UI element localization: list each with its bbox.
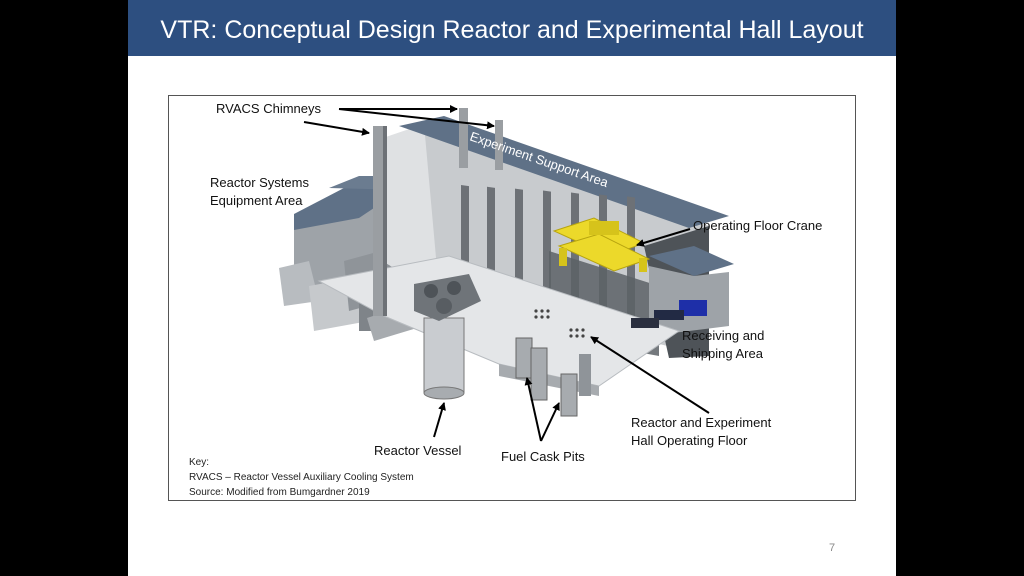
fuel-cask-pits-structure [515, 309, 591, 417]
fuel-cask-pits-label: Fuel Cask Pits [501, 449, 585, 464]
receiving-shipping-label-line1: Receiving and [682, 328, 765, 343]
reactor-vessel-label: Reactor Vessel [374, 443, 462, 458]
reactor-building-illustration: Experiment Support Area [279, 105, 734, 442]
key-source: Source: Modified from Bumgardner 2019 [189, 487, 370, 498]
operating-floor-crane-structure [552, 217, 651, 272]
slide: VTR: Conceptual Design Reactor and Exper… [128, 0, 896, 576]
page-number: 7 [829, 542, 836, 554]
shipping-equipment [631, 300, 707, 328]
reactor-systems-label-line1: Reactor Systems [210, 175, 309, 190]
experiment-hall-structure [317, 116, 734, 396]
figure-key: Key: RVACS – Reactor Vessel Auxiliary Co… [189, 455, 414, 500]
reactor-systems-label-line2: Equipment Area [210, 193, 303, 208]
hall-operating-floor-label-line1: Reactor and Experiment [631, 415, 772, 430]
hall-operating-floor-label-line2: Hall Operating Floor [631, 433, 748, 448]
rvacs-chimneys-structure [373, 108, 503, 316]
reactor-vessel-structure [414, 274, 481, 400]
reactor-layout-figure: Experiment Support Area RVACS Chimneys R… [168, 95, 856, 501]
key-rvacs-definition: RVACS – Reactor Vessel Auxiliary Cooling… [189, 472, 414, 483]
rvacs-chimneys-label: RVACS Chimneys [216, 101, 321, 116]
key-heading: Key: [189, 457, 210, 468]
operating-floor-crane-label: Operating Floor Crane [693, 218, 823, 233]
callout-arrows [303, 105, 710, 442]
slide-title: VTR: Conceptual Design Reactor and Exper… [160, 16, 864, 44]
receiving-shipping-label-line2: Shipping Area [682, 346, 763, 361]
title-bar: VTR: Conceptual Design Reactor and Exper… [128, 0, 896, 56]
